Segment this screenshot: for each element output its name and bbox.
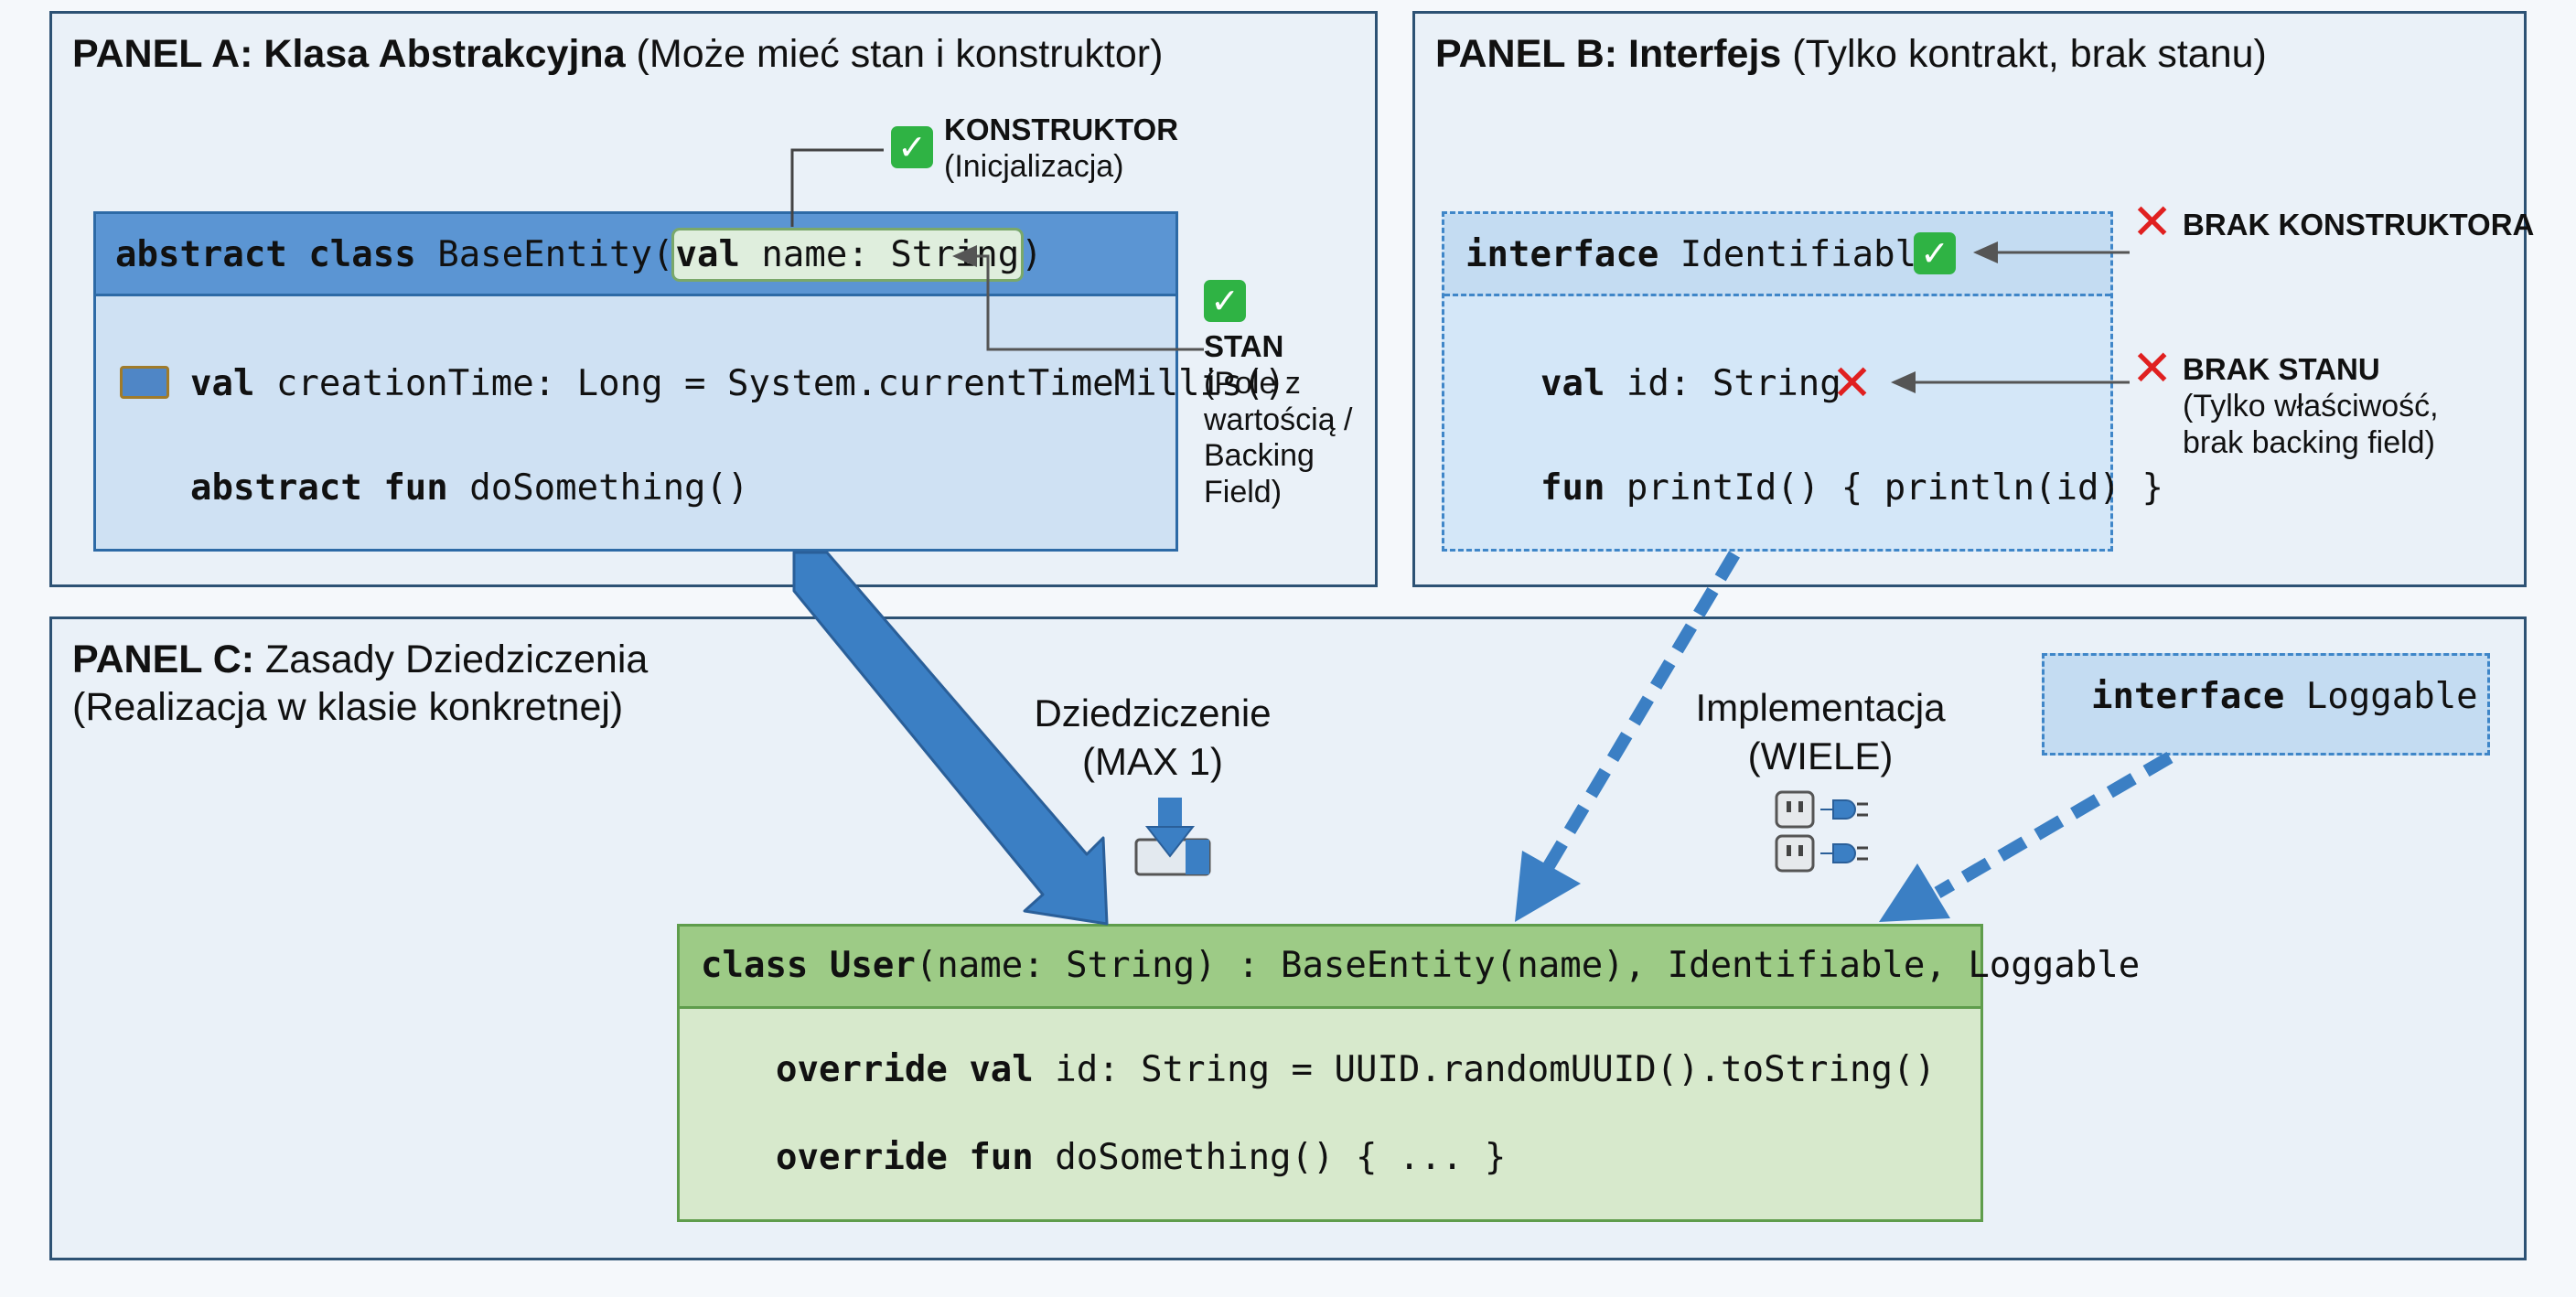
concrete-class-header [680,927,1980,1009]
constructor-connector [790,148,884,227]
constructor-check-icon: ✓ [891,126,933,168]
no-constructor-note: BRAK KONSTRUKTORA [2183,208,2535,241]
abstract-method-line: abstract fun doSomething() [190,467,749,509]
implementation-arrow-loggable [1879,751,2174,922]
user-override-property: override val id: String = UUID.randomUUI… [776,1049,1936,1090]
chip-icon [120,366,169,399]
no-state-note: BRAK STANU (Tylko właściwość, brak backi… [2183,352,2439,461]
implementation-icon [1775,790,1868,873]
loggable-signature: interface Loggable [2091,676,2478,717]
interface-property-line: val id: String [1540,363,1841,404]
implementation-label: Implementacja(WIELE) [1695,686,1946,777]
inheritance-arrow [792,551,1109,926]
state-field-line: val creationTime: Long = System.currentT… [190,363,1286,404]
loggable-interface-box [2042,653,2490,756]
panel-b-title: PANEL B: Interfejs (Tylko kontrakt, brak… [1435,32,2267,76]
implementation-arrow-identifiable [1515,551,1741,922]
concrete-class-box [677,924,1983,1222]
no-constructor-cross-icon: ✕ [2131,193,2174,251]
interface-method-line: fun printId() { println(id) } [1540,467,2163,509]
constructor-note: KONSTRUKTOR(Inicjalizacja) [944,113,1179,185]
interface-check-icon: ✓ [1914,232,1956,274]
state-connector [952,245,1204,351]
inheritance-label: Dziedziczenie(MAX 1) [1034,691,1272,783]
property-cross-icon: ✕ [1831,354,1873,412]
state-note: STAN (Pole z wartością / Backing Field) [1204,329,1353,510]
user-override-method: override fun doSomething() { ... } [776,1137,1507,1178]
inheritance-icon [1134,798,1211,876]
panel-a-title: PANEL A: Klasa Abstrakcyjna (Może mieć s… [72,32,1164,76]
panel-c-title: PANEL C: Zasady Dziedziczenia (Realizacj… [72,638,649,730]
interface-signature: interface Identifiable [1465,234,1938,275]
state-check-icon: ✓ [1204,280,1246,322]
no-state-cross-icon: ✕ [2131,339,2174,397]
user-class-signature: class User(name: String) : BaseEntity(na… [701,945,2141,986]
interface-header [1444,214,2110,296]
